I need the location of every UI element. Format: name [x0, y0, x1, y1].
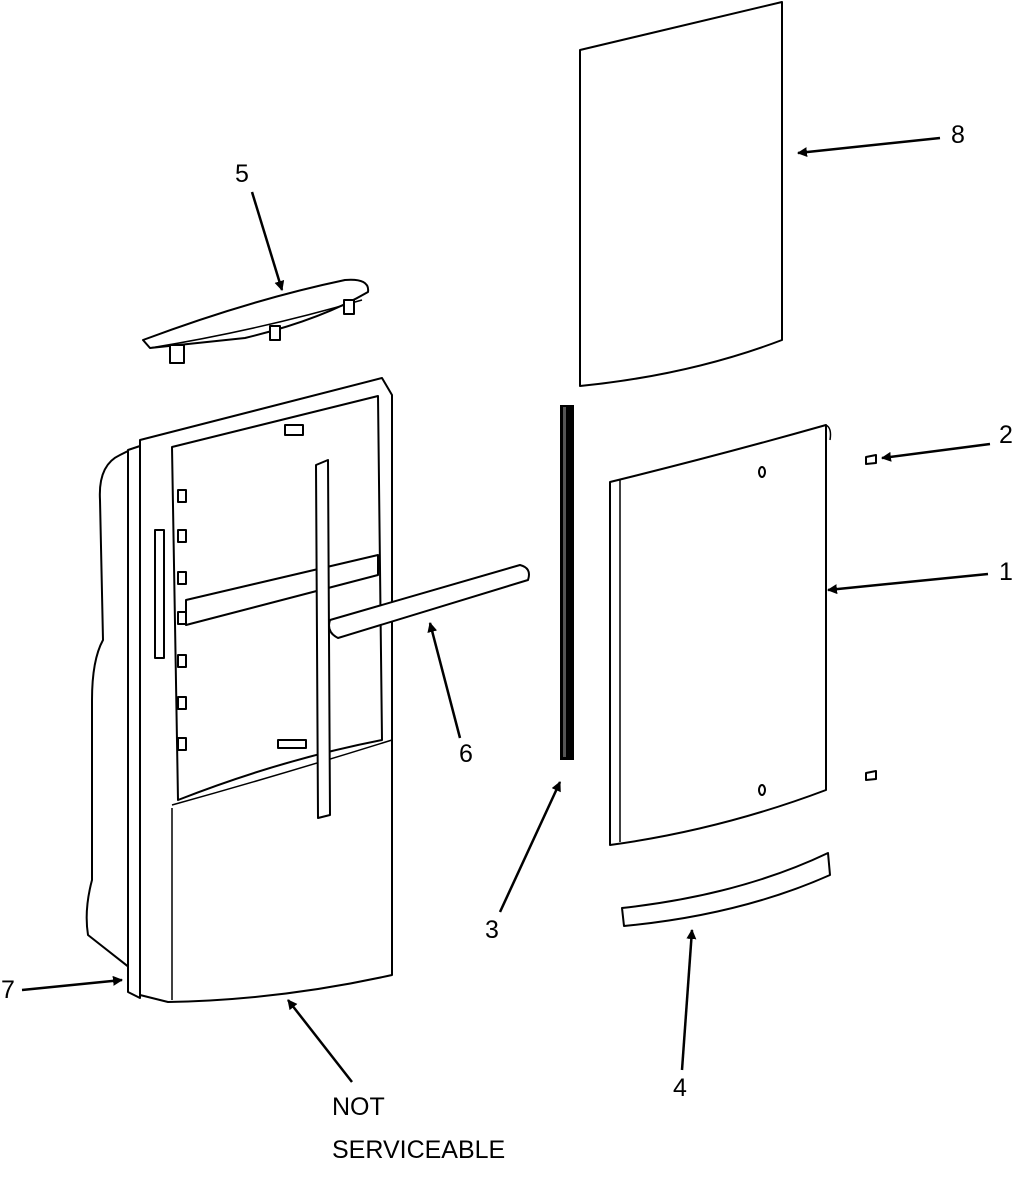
part-6-rod — [328, 564, 530, 639]
part-2-screws — [865, 454, 877, 781]
callout-7: 7 — [1, 976, 15, 1004]
leader-2 — [881, 442, 991, 462]
leader-1 — [827, 572, 989, 595]
leader-8 — [797, 136, 941, 158]
callout-4: 4 — [673, 1074, 687, 1102]
part-3-gasket-strip — [560, 405, 574, 760]
callout-3: 3 — [485, 916, 499, 944]
callout-5: 5 — [235, 160, 249, 188]
part-4-bottom-trim — [621, 852, 831, 927]
leader-4 — [680, 929, 697, 1071]
part-1-door-panel — [609, 424, 832, 846]
callout-6: 6 — [459, 740, 473, 768]
leader-5 — [250, 191, 285, 291]
note-line-1: NOT — [332, 1093, 385, 1121]
leader-3 — [498, 781, 562, 913]
door-body-not-serviceable — [85, 377, 393, 1003]
leader-not-serviceable — [287, 999, 353, 1083]
leader-7 — [21, 975, 123, 992]
part-8-panel-sheet — [579, 1, 783, 387]
leader-lines — [21, 136, 991, 1083]
note-line-2: SERVICEABLE — [332, 1136, 505, 1164]
callout-8: 8 — [951, 121, 965, 149]
callout-2: 2 — [999, 421, 1013, 449]
part-5-top-trim — [142, 278, 370, 364]
leader-6 — [427, 622, 462, 739]
callout-1: 1 — [999, 558, 1013, 586]
